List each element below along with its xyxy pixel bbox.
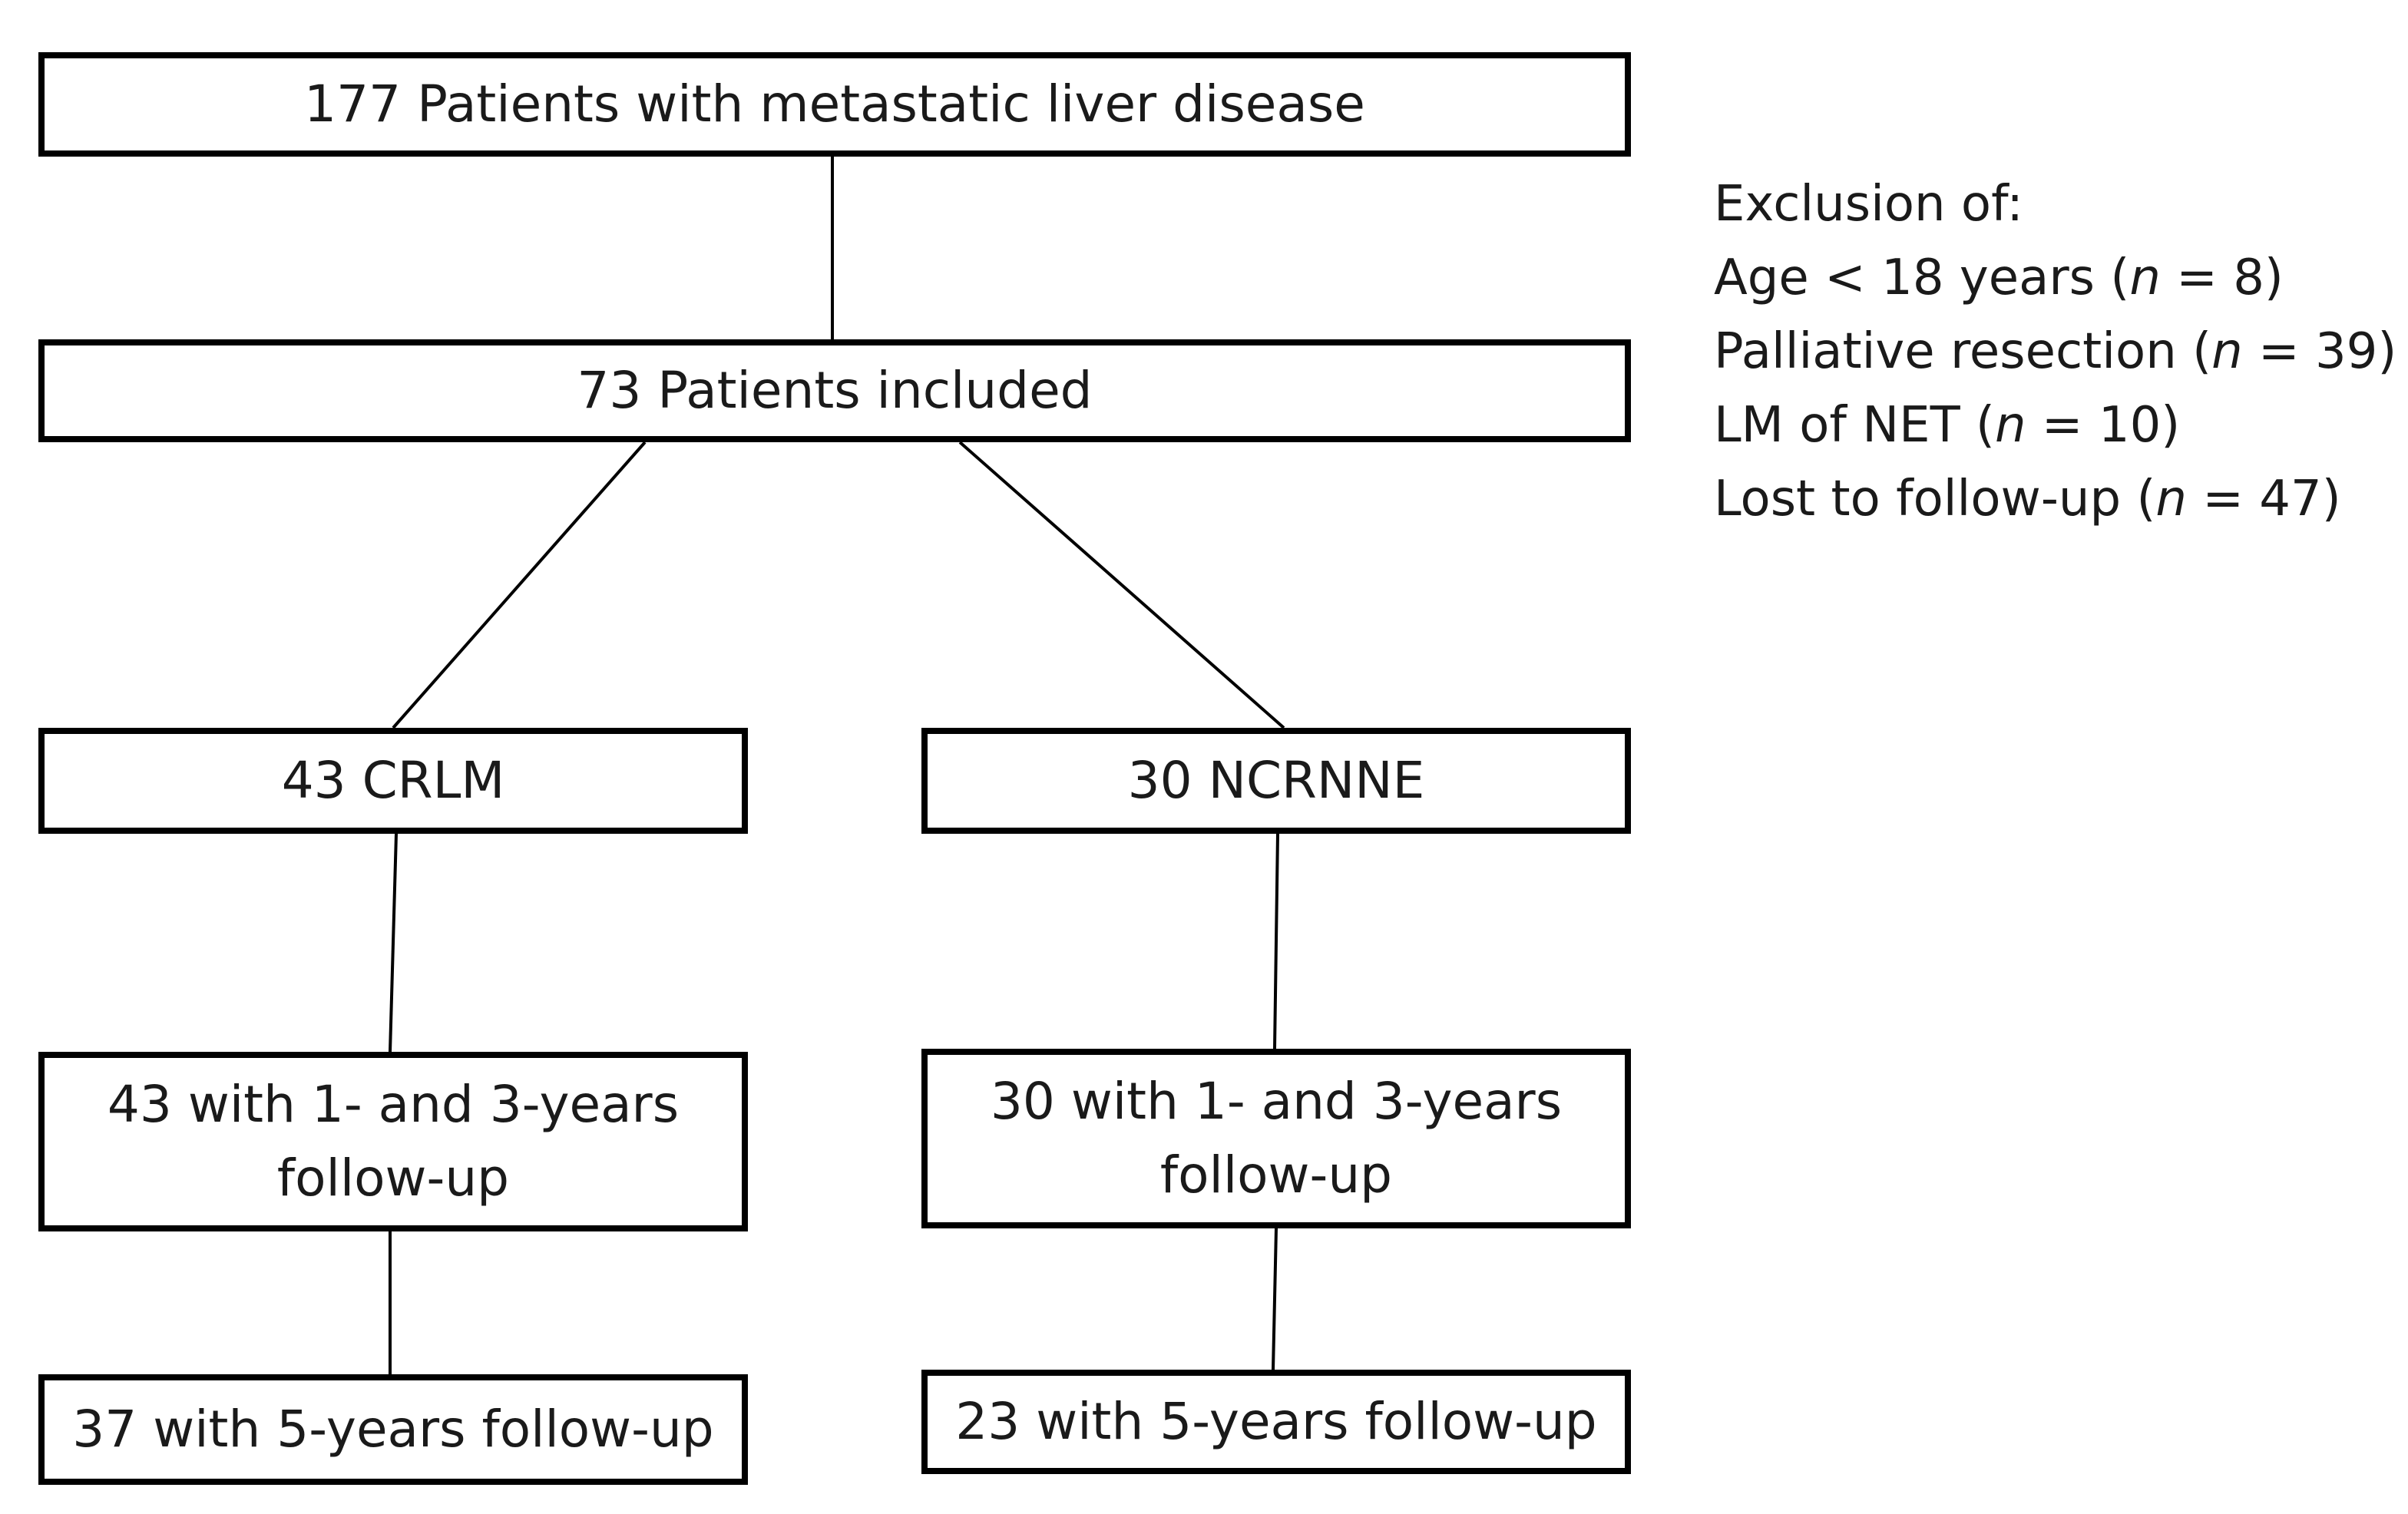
- ncrnne-followup-5-label: 23 with 5-years follow-up: [955, 1392, 1597, 1451]
- ncrnne-followup-1-3-line-2: follow-up: [1159, 1145, 1393, 1205]
- exclusion-item-n: n: [2129, 250, 2161, 306]
- exclusion-item-count: = 10): [2026, 397, 2181, 454]
- crlm-followup-1-3-box: 43 with 1- and 3-years follow-up: [38, 1052, 748, 1231]
- ncrnne-followup-1-3-box: 30 with 1- and 3-years follow-up: [921, 1049, 1631, 1228]
- connector-ncrnne-followup-1-3-to-5: [1272, 1228, 1278, 1370]
- exclusion-criteria: Exclusion of: Age < 18 years (n = 8) Pal…: [1714, 167, 2396, 536]
- patients-included-box: 73 Patients included: [38, 339, 1631, 442]
- exclusion-item-count: = 8): [2160, 250, 2284, 306]
- exclusion-item-n: n: [1994, 397, 2026, 454]
- crlm-followup-5-box: 37 with 5-years follow-up: [38, 1374, 748, 1485]
- crlm-followup-1-3-line-1: 43 with 1- and 3-years: [107, 1075, 680, 1134]
- connector-included-to-ncrnne: [958, 441, 1285, 729]
- exclusion-item: Palliative resection (n = 39): [1714, 315, 2396, 388]
- total-patients-box: 177 Patients with metastatic liver disea…: [38, 52, 1631, 157]
- exclusion-heading: Exclusion of:: [1714, 176, 2023, 233]
- ncrnne-followup-1-3-line-1: 30 with 1- and 3-years: [990, 1072, 1563, 1131]
- exclusion-item-count: = 39): [2242, 323, 2397, 380]
- ncrnne-group-label: 30 NCRNNE: [1127, 751, 1425, 810]
- exclusion-item-label: LM of NET (: [1714, 397, 1995, 454]
- exclusion-item-n: n: [2155, 471, 2187, 527]
- exclusion-item-n: n: [2211, 323, 2243, 380]
- connector-included-to-crlm: [392, 441, 647, 729]
- ncrnne-followup-5-box: 23 with 5-years follow-up: [921, 1370, 1631, 1474]
- connector-crlm-to-followup-1-3: [389, 833, 398, 1053]
- crlm-followup-5-label: 37 with 5-years follow-up: [72, 1400, 714, 1459]
- crlm-group-label: 43 CRLM: [281, 751, 505, 810]
- ncrnne-group-box: 30 NCRNNE: [921, 728, 1631, 834]
- total-patients-label: 177 Patients with metastatic liver disea…: [304, 74, 1365, 134]
- exclusion-item-label: Palliative resection (: [1714, 323, 2212, 380]
- exclusion-item-count: = 47): [2186, 471, 2341, 527]
- exclusion-item: Lost to follow-up (n = 47): [1714, 462, 2396, 536]
- exclusion-item-label: Lost to follow-up (: [1714, 471, 2156, 527]
- patients-included-label: 73 Patients included: [577, 361, 1093, 420]
- exclusion-item: LM of NET (n = 10): [1714, 388, 2396, 462]
- crlm-group-box: 43 CRLM: [38, 728, 748, 834]
- crlm-followup-1-3-line-2: follow-up: [276, 1149, 510, 1208]
- exclusion-item: Age < 18 years (n = 8): [1714, 241, 2396, 315]
- connector-ncrnne-to-followup-1-3: [1273, 833, 1279, 1050]
- exclusion-item-label: Age < 18 years (: [1714, 250, 2130, 306]
